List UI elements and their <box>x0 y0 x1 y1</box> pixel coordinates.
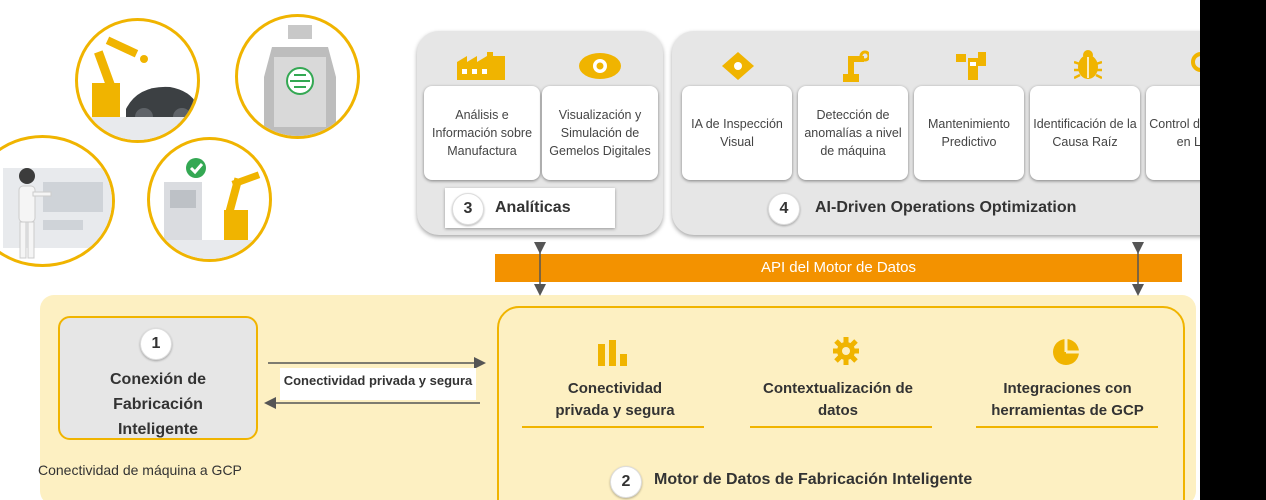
engine-title: Motor de Datos de Fabricación Inteligent… <box>654 471 973 488</box>
card-control-calidad: Control de Calidad en Línea <box>1146 86 1200 180</box>
card-label: Visualización y Simulación de Gemelos Di… <box>549 108 651 158</box>
factory-icon <box>457 52 505 85</box>
robot-car-illustration <box>75 18 200 143</box>
divider-integraciones <box>976 426 1158 428</box>
bar-chart-icon <box>598 340 630 371</box>
step-number-1: 1 <box>140 328 172 360</box>
conexion-title: Conexión de Fabricación Inteligente <box>109 371 206 438</box>
tank-illustration <box>235 14 360 139</box>
divider-conectividad <box>522 426 704 428</box>
engine-box <box>497 306 1185 500</box>
gear-icon <box>832 336 860 371</box>
card-gemelos-digitales: Visualización y Simulación de Gemelos Di… <box>542 86 658 180</box>
card-label: Control de Calidad en Línea <box>1149 117 1200 149</box>
operator-illustration <box>0 135 115 267</box>
card-analisis-manufactura: Análisis e Información sobre Manufactura <box>424 86 540 180</box>
diagram-canvas: Análisis e Información sobre Manufactura… <box>0 0 1200 500</box>
robot-check-illustration <box>147 137 272 262</box>
divider-contextualizacion <box>750 426 932 428</box>
link-label: Conectividad privada y segura <box>283 373 473 388</box>
footer-caption: Conectividad de máquina a GCP <box>38 462 242 478</box>
engine-item-contextualizacion: Contextualización de datos <box>762 380 914 419</box>
search-icon <box>1190 51 1200 86</box>
api-bar-label: API del Motor de Datos <box>760 259 917 276</box>
step-number-3: 3 <box>452 193 484 225</box>
engine-item-integraciones: Integraciones con herramientas de GCP <box>991 380 1144 419</box>
bug-icon <box>1073 50 1103 85</box>
card-causa-raiz: Identificación de la Causa Raíz <box>1030 86 1140 180</box>
step-number-2: 2 <box>610 466 642 498</box>
card-mantenimiento-predictivo: Mantenimiento Predictivo <box>914 86 1024 180</box>
engine-item-conectividad: Conectividad privada y segura <box>555 380 675 419</box>
card-label: Análisis e Información sobre Manufactura <box>431 108 533 158</box>
card-deteccion-anomalias: Detección de anomalías a nivel de máquin… <box>798 86 908 180</box>
analiticas-title: Analíticas <box>495 199 571 216</box>
pie-chart-icon <box>1052 338 1080 371</box>
diamond-icon <box>722 52 754 85</box>
ai-ops-title: AI-Driven Operations Optimization <box>815 199 1077 216</box>
card-label: Detección de anomalías a nivel de máquin… <box>804 108 902 158</box>
api-arrows <box>264 242 1144 409</box>
link-label-box <box>280 368 476 400</box>
api-bar <box>495 254 1182 282</box>
eye-icon <box>578 52 622 85</box>
card-label: Identificación de la Causa Raíz <box>1033 117 1137 149</box>
step-number-4: 4 <box>768 193 800 225</box>
maintenance-icon <box>956 52 986 85</box>
card-label: Mantenimiento Predictivo <box>928 117 1010 149</box>
card-inspeccion-visual: IA de Inspección Visual <box>682 86 792 180</box>
card-label: IA de Inspección Visual <box>691 117 783 149</box>
